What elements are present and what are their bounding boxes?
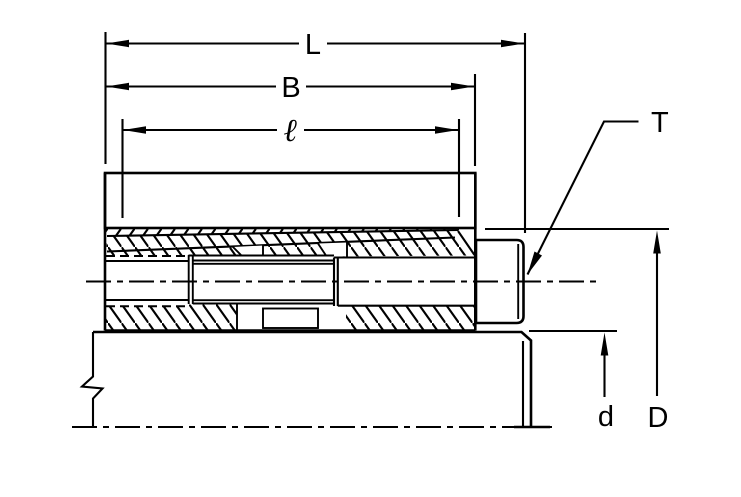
arrowhead-ell-left [123, 126, 146, 134]
arrowhead-d [600, 332, 609, 356]
taper-ring-band-lower [103, 173, 477, 332]
label-T: T [651, 107, 669, 139]
shaft-break-line [79, 332, 105, 427]
arrowhead-ell-right [435, 126, 458, 134]
arrowhead-T [527, 251, 542, 275]
label-B: B [281, 72, 300, 104]
lower-ring-hatch-right [346, 306, 475, 330]
taper-line-lower [106, 236, 456, 253]
label-ell: ℓ [283, 111, 297, 149]
leader-T: T [526, 107, 669, 275]
cap-screw [106, 238, 525, 325]
shaft-outline [93, 330, 533, 427]
hub-section [103, 171, 477, 230]
dimension-d: d [529, 329, 617, 433]
label-L: L [305, 29, 321, 61]
tapped-hole-outline [106, 260, 189, 301]
lower-ring-hatch-left [106, 304, 237, 330]
dimension-L: L [104, 29, 527, 233]
screw-section-block [262, 307, 319, 329]
arrowhead-L-left [106, 39, 129, 48]
relief-notch-1-edges [232, 245, 264, 256]
shaft [79, 330, 550, 429]
arrowhead-D [653, 230, 661, 254]
dimension-ell: ℓ [121, 111, 461, 218]
relief-notch-1 [233, 245, 263, 255]
taper-line-upper [106, 228, 459, 238]
dimension-B: B [106, 72, 477, 166]
screw-end-edges [187, 255, 194, 304]
relief-notch-2-edges [317, 242, 348, 257]
arrowhead-B-right [451, 82, 474, 91]
screw-thread-lines [192, 259, 334, 305]
arrowhead-B-left [106, 82, 129, 91]
screw-head [474, 238, 525, 325]
centerlines [72, 280, 598, 428]
dimension-D: D [485, 227, 669, 434]
taper-ring-band-upper [105, 228, 476, 259]
arrowhead-L-right [501, 39, 524, 48]
ring-end-chamfer [457, 230, 476, 256]
hub-body [103, 171, 477, 230]
label-D: D [648, 402, 669, 434]
leader-line-T [526, 120, 639, 275]
label-d: d [598, 401, 614, 433]
